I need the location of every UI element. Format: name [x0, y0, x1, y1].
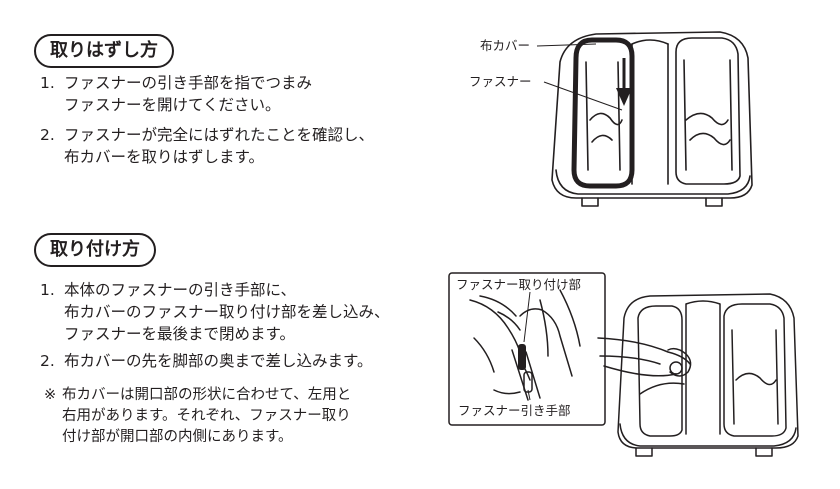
step-number: 2.	[40, 126, 55, 144]
note-mark: ※	[44, 387, 57, 403]
label-attach-part: ファスナー取り付け部	[456, 277, 582, 292]
step-number: 1.	[40, 74, 55, 92]
section-title-removal: 取りはずし方	[34, 34, 174, 68]
step-line: ファスナーが完全にはずれたことを確認し、	[64, 126, 375, 144]
note-line: 付け部が開口部の内側にあります。	[62, 429, 293, 445]
step-number: 2.	[40, 352, 55, 370]
step-number: 1.	[40, 281, 55, 299]
note-line: 布カバーは開口部の形状に合わせて、左用と	[62, 387, 352, 403]
label-cover: 布カバー	[480, 38, 531, 53]
step-line: ファスナーを最後まで閉めます。	[64, 325, 295, 343]
step-line: 布カバーの先を脚部の奥まで差し込みます。	[64, 352, 373, 370]
step-line: 布カバーのファスナー取り付け部を差し込み、	[64, 303, 390, 321]
step-line: ファスナーを開けてください。	[64, 96, 281, 114]
step-line: 布カバーを取りはずします。	[64, 148, 264, 166]
label-zipper: ファスナー	[469, 74, 532, 89]
step-line: ファスナーの引き手部を指でつまみ	[64, 74, 313, 92]
section-title-attach: 取り付け方	[34, 233, 156, 267]
step-line: 本体のファスナーの引き手部に、	[64, 281, 297, 299]
label-pull: ファスナー引き手部	[458, 403, 571, 419]
note-line: 右用があります。それぞれ、ファスナー取り	[62, 408, 351, 424]
